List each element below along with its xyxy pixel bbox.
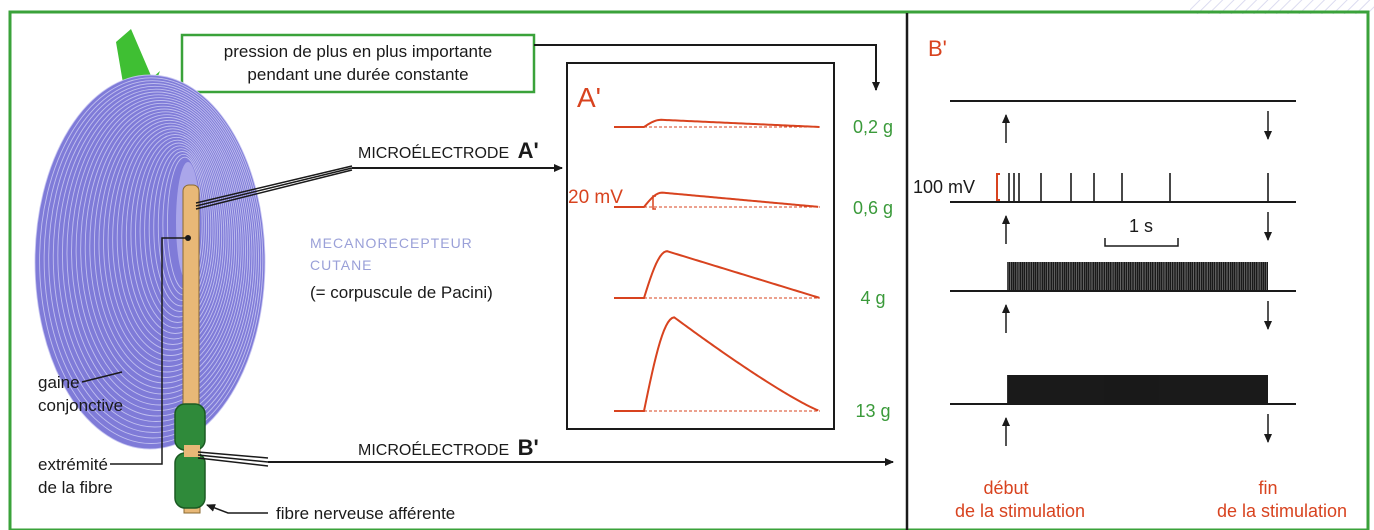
pacini-corpuscle [34,74,266,450]
lamella-ring [84,105,242,389]
microelectrode-a-letter: A' [518,138,539,163]
time-scale-bar [1104,238,1179,247]
lamella-ring [43,80,262,439]
myelin-sheath [174,452,206,509]
lamella-ring [148,145,212,312]
lamella-ring [71,97,249,406]
pressure-label: 4 g [860,288,885,308]
lamella-ring [144,142,214,318]
lamella-ring [112,122,229,356]
microelectrode-b-label: MICROÉLECTRODE B' [358,435,539,460]
lamella-ring [116,125,227,351]
lamella-ring [153,148,210,307]
lamella-ring [130,134,220,334]
end-label-line2: de la stimulation [1217,501,1347,521]
lamella-ring [39,77,264,444]
lamella-ring [107,119,231,362]
lamella-ring [139,139,216,323]
end-label-line1: fin [1258,478,1277,498]
lamella-ring [89,108,240,384]
lamella-ring [103,117,233,367]
gaine-label-line2: conjonctive [38,396,123,415]
panel-a-scale-label: 20 mV [568,187,623,208]
extremite-label-line1: extrémité [38,455,108,474]
receptor-label-line2: CUTANE [310,257,373,273]
lamella-ring [135,136,218,329]
lamella-ring [157,151,207,301]
panel-a-frame [566,62,835,430]
lamella-ring [48,83,259,433]
lamella-ring [75,100,246,400]
extremite-label-line2: de la fibre [38,478,113,497]
receptor-potential-trace [614,250,820,299]
panel-b-traces [950,100,1296,446]
lamella-ring [66,94,251,411]
panel-b-scale-label: 100 mV [913,177,975,197]
fibre-leader [206,504,268,514]
microelectrode-b [197,451,894,467]
lamella-ring [93,111,238,378]
lamella-ring [52,85,257,428]
microelectrode-a [195,164,563,210]
pressure-box-line1: pression de plus en plus importante [224,42,492,61]
panel-b-title: B' [928,36,947,61]
pressure-box [180,33,536,94]
pressure-box-line2: pendant une durée constante [247,65,468,84]
fibre-label: fibre nerveuse afférente [276,504,455,523]
pressure-arrow [534,44,880,91]
receptor-label-line1: MECANORECEPTEUR [310,235,473,251]
lamella-ring [61,91,253,417]
receptor-potential-trace [614,191,819,208]
receptor-potential-trace [614,118,820,128]
gaine-label-line1: gaine [38,373,80,392]
microelectrode-b-letter: B' [518,435,539,460]
myelin-sheath [174,403,206,451]
lamella-ring [125,131,223,340]
pressure-label: 13 g [855,401,890,421]
pressure-label: 0,2 g [853,117,893,137]
lamella-ring [98,114,236,373]
lamella-ring [57,88,255,422]
lamella-ring [121,128,225,345]
start-label-line1: début [983,478,1028,498]
extremite-leader [110,237,188,465]
start-label-line2: de la stimulation [955,501,1085,521]
outer-frame [8,10,1370,530]
panel-a-title: A' [577,82,601,113]
time-scale-label: 1 s [1129,216,1153,236]
panel-a-traces: 0,2 g 0,6 g 4 g 13 g [614,117,893,421]
panel-b-scale-bracket [996,173,1000,201]
receptor-label-line3: (= corpuscule de Pacini) [310,283,493,302]
gaine-leader [81,371,123,383]
receptor-potential-trace [614,316,819,412]
pressure-label: 0,6 g [853,198,893,218]
lamella-ring [34,74,266,450]
nerve-fiber [174,184,206,514]
microelectrode-a-label: MICROÉLECTRODE A' [358,138,539,163]
